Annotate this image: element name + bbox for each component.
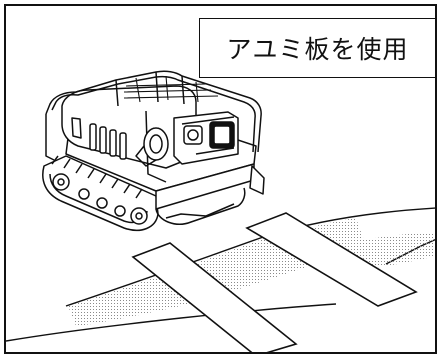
caption-text: アユミ板を使用 [226,35,409,64]
caption-box: アユミ板を使用 [199,18,435,78]
crawler-track [42,155,159,232]
left-plank [131,242,298,352]
mower-robot [42,70,265,232]
illustration-canvas [6,70,435,352]
right-plank [245,212,418,307]
illustration-frame: アユミ板を使用 [4,4,437,354]
side-cylinder [135,127,169,167]
camera-unit [173,111,239,165]
roll-bar-frame [45,70,262,161]
